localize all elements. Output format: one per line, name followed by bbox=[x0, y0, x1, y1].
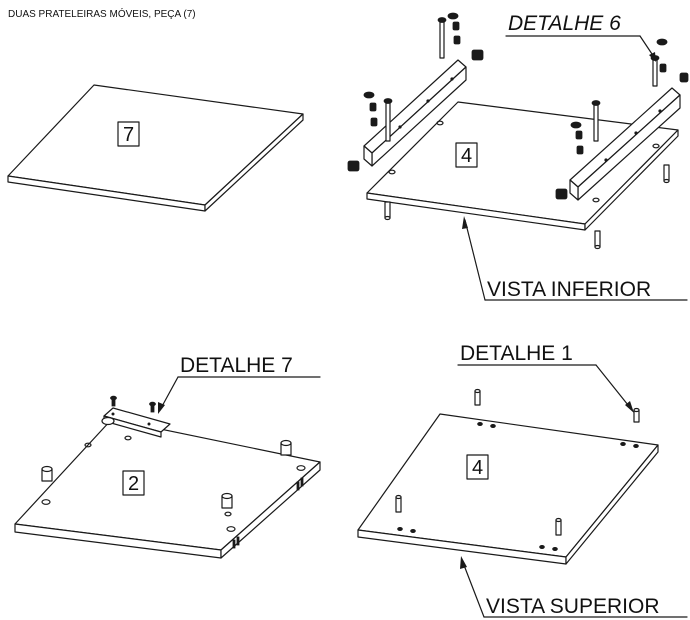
plug bbox=[221, 492, 233, 509]
shelf-support-peg bbox=[594, 230, 601, 250]
top-view-label: VISTA SUPERIOR bbox=[486, 595, 660, 618]
cam-lock bbox=[347, 160, 360, 172]
part-number-4: 4 bbox=[461, 145, 472, 167]
panel-2-detail-7: 2 bbox=[14, 418, 321, 559]
panel-4-top-view: 4 bbox=[357, 388, 659, 565]
plug bbox=[280, 439, 292, 456]
bracket bbox=[101, 395, 171, 438]
screw-set bbox=[363, 12, 668, 155]
plug bbox=[41, 465, 53, 482]
detail-6-label: DETALHE 6 bbox=[508, 12, 621, 35]
part-number-box bbox=[117, 121, 140, 147]
shelf-pin bbox=[633, 407, 640, 423]
part-number-box bbox=[455, 142, 478, 168]
part-number-7: 7 bbox=[123, 124, 134, 146]
sheet-caption: DUAS PRATELEIRAS MÓVEIS, PEÇA (7) bbox=[8, 7, 196, 20]
shelf-pin bbox=[555, 517, 562, 536]
shelf-support-peg bbox=[384, 201, 391, 221]
shelf-pin bbox=[474, 388, 481, 406]
part-number-box bbox=[466, 454, 489, 480]
cam-lock bbox=[679, 72, 689, 83]
part-number-box bbox=[122, 470, 145, 496]
detail-1-label: DETALHE 1 bbox=[460, 342, 573, 365]
drawer-rail-right bbox=[555, 72, 689, 201]
bottom-view-label: VISTA INFERIOR bbox=[487, 278, 651, 301]
cam-lock bbox=[471, 49, 484, 61]
part-number-2: 2 bbox=[128, 473, 139, 495]
cam-lock bbox=[555, 188, 568, 200]
shelf-panel-7: 7 bbox=[7, 84, 304, 212]
part-number-4: 4 bbox=[472, 457, 483, 479]
shelf-pin bbox=[395, 494, 402, 513]
panel-4-bottom-view: 4 bbox=[366, 101, 679, 250]
shelf-support-peg bbox=[663, 164, 670, 184]
detail-7-label: DETALHE 7 bbox=[180, 354, 293, 377]
